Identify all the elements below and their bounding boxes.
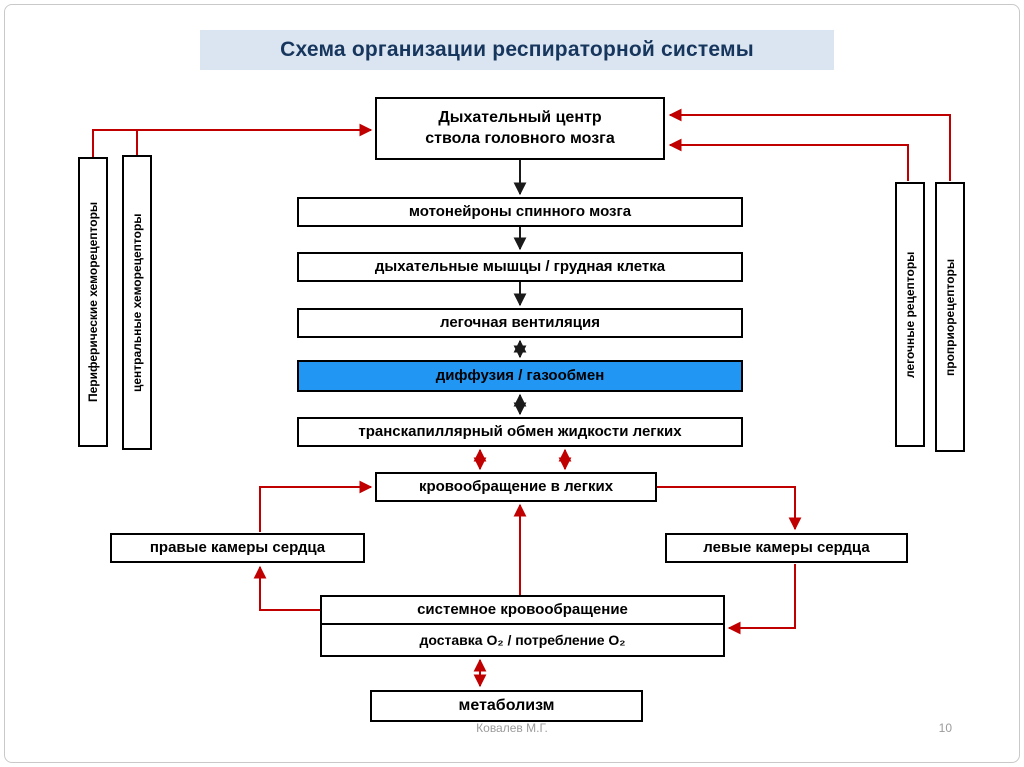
arrow-chemoreceptors-to-center [92, 123, 373, 157]
node-left-heart: левые камеры сердца [665, 533, 908, 563]
node-ventilation: легочная вентиляция [297, 308, 743, 338]
node-diffusion: диффузия / газообмен [297, 360, 743, 392]
node-motoneurons: мотонейроны спинного мозга [297, 197, 743, 227]
slide-title: Схема организации респираторной системы [200, 30, 834, 70]
node-metabolism: метаболизм [370, 690, 643, 722]
arrow-lungcirc-to-leftheart [657, 486, 802, 531]
node-respiratory-center: Дыхательный центр ствола головного мозга [375, 97, 665, 160]
node-o2-delivery: доставка О₂ / потребление О₂ [320, 623, 725, 657]
node-lung-receptors: легочные рецепторы [895, 182, 925, 447]
arrow-systemic-to-rightheart [253, 565, 320, 611]
footer-page-number: 10 [938, 721, 952, 735]
node-transcapillary: транскапиллярный обмен жидкости легких [297, 417, 743, 447]
node-proprioceptors: проприорецепторы [935, 182, 965, 452]
node-systemic-circulation: системное кровообращение [320, 595, 725, 625]
node-right-heart: правые камеры сердца [110, 533, 365, 563]
node-muscles: дыхательные мышцы / грудная клетка [297, 252, 743, 282]
footer-author: Ковалев М.Г. [476, 721, 548, 735]
node-peripheral-chemoreceptors: Периферические хеморецепторы [78, 157, 108, 447]
arrow-rightheart-to-lungcirc [259, 480, 373, 532]
node-lung-circulation: кровообращение в легких [375, 472, 657, 502]
arrow-proprioceptors-to-center [668, 108, 951, 181]
arrow-lungreceptors-to-center [668, 138, 909, 181]
node-central-chemoreceptors: центральные хеморецепторы [122, 155, 152, 450]
arrow-leftheart-to-systemic [727, 564, 796, 635]
